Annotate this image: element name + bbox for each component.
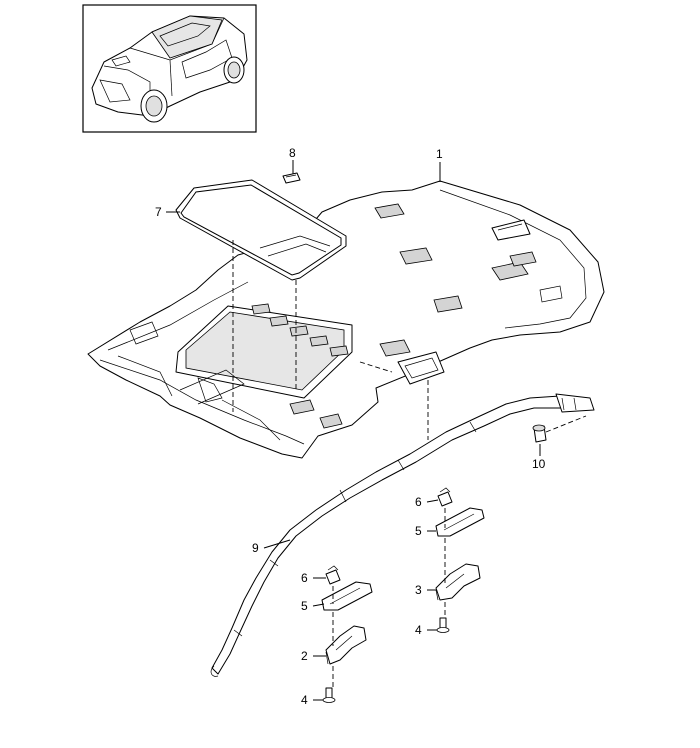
callout-8: 8 xyxy=(289,146,296,160)
callout-2: 2 xyxy=(301,649,308,663)
assembly-lines xyxy=(232,240,587,688)
callout-6-left: 6 xyxy=(301,571,308,585)
sunroof-seal-part-7 xyxy=(175,179,347,281)
callout-10: 10 xyxy=(532,457,546,471)
leader-lines xyxy=(166,160,541,701)
handle-group-left xyxy=(321,565,373,703)
callout-labels: 1 8 7 9 10 6 5 2 4 6 5 3 4 xyxy=(155,146,546,707)
callout-4-left: 4 xyxy=(301,693,308,707)
nut-part-10 xyxy=(532,424,547,443)
handle-group-right xyxy=(435,487,485,633)
callout-5-left: 5 xyxy=(301,599,308,613)
callout-6-right: 6 xyxy=(415,495,422,509)
callout-3: 3 xyxy=(415,583,422,597)
callout-5-right: 5 xyxy=(415,524,422,538)
callout-1: 1 xyxy=(436,147,443,161)
headliner-part-1 xyxy=(87,180,605,459)
curtain-airbag-part-9 xyxy=(210,393,595,677)
vehicle-thumbnail xyxy=(82,4,257,133)
callout-9: 9 xyxy=(252,541,259,555)
callout-7: 7 xyxy=(155,205,162,219)
clip-part-8 xyxy=(282,172,301,184)
callout-4-right: 4 xyxy=(415,623,422,637)
